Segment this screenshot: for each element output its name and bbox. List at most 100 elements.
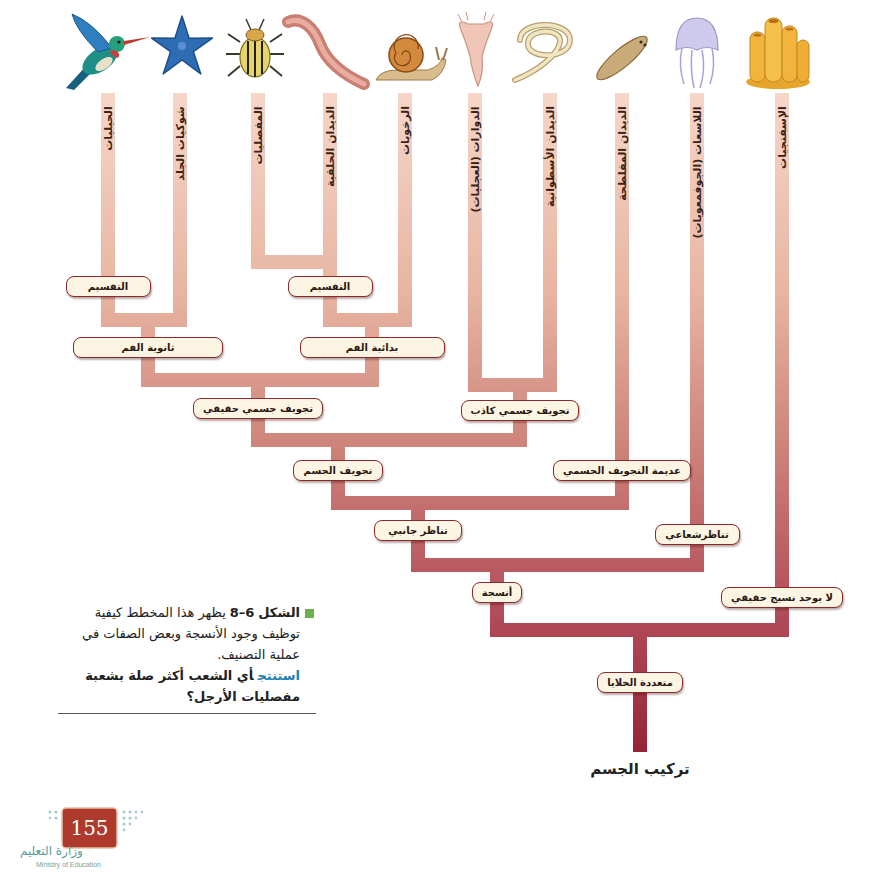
beetle-antennae [246, 19, 264, 30]
sponge-opening [769, 19, 779, 23]
dot [122, 822, 125, 825]
segmented-branch [258, 100, 330, 286]
starfish-illustration [152, 16, 213, 74]
dot [122, 816, 125, 819]
phylum-name: الإسفنجيات [775, 106, 788, 169]
page-number: 155 [70, 817, 108, 839]
trait-label: بدائية الفم [310, 341, 435, 354]
page-number-box [62, 808, 117, 848]
dot [141, 811, 143, 813]
phylum-name: الديدان الأسطوانية [544, 106, 557, 207]
trait-box: ثانوية الفم [73, 337, 223, 358]
starfish-center [178, 42, 186, 50]
trait-label: لا يوجد نسيج حقيقي [731, 591, 833, 604]
trait-box: تناظر جانبي [374, 520, 462, 541]
watermark: وزارة التعليم [20, 844, 83, 858]
branch-connector [258, 358, 372, 398]
trait-label: أنسجة [482, 586, 513, 599]
flatworm-body [592, 31, 653, 86]
trait-box: متعددة الخلايا [597, 672, 683, 693]
beetle-stripes [248, 38, 262, 77]
bird-head [109, 36, 125, 52]
branch-connector [108, 297, 148, 337]
branch-connector [148, 358, 258, 398]
branch-connector [497, 603, 640, 672]
flatworm-illustration [592, 31, 653, 86]
trait-label: تناظرشعاعي [665, 528, 730, 541]
watermark: Ministry of Education [36, 861, 101, 868]
worm-highlight [288, 20, 364, 84]
roundworm-body [515, 25, 570, 80]
branch-group [108, 100, 782, 745]
rotifer-illustration [458, 12, 494, 86]
phylum-name: المفصليات [252, 106, 265, 164]
bird-throat [110, 50, 119, 58]
sponge-opening [754, 33, 762, 36]
snail-illustration [376, 35, 447, 80]
phylum-name: الدوارات (العجليات) [469, 106, 482, 212]
trait-box: تجويف الجسم [293, 460, 383, 481]
branch-connector [640, 608, 782, 672]
phylum-name: الديدان الحلقية [324, 106, 337, 187]
phylum-name: شوكيات الجلد [174, 106, 187, 180]
starfish-body [152, 16, 213, 74]
trait-box: التقسيم [288, 276, 373, 297]
dot [135, 817, 138, 820]
question-keyword: استنتج [257, 668, 300, 683]
figure-caption: الشكل8–6يظهر هذا المخطط كيفية توظيف وجود… [58, 602, 316, 714]
jellyfish-bell [676, 18, 718, 50]
sponge-illustration [746, 18, 810, 89]
root-label: تركيب الجسم [590, 760, 690, 778]
beetle-head [246, 29, 264, 41]
trait-box: تناظرشعاعي [655, 524, 740, 545]
bird-eye [117, 40, 120, 43]
trait-box: بدائية الفم [300, 337, 445, 358]
worm-body [288, 20, 364, 84]
caption-bullet [305, 609, 314, 618]
trait-label: متعددة الخلايا [607, 676, 673, 689]
trait-label: التقسيم [298, 280, 363, 293]
hummingbird-illustration [66, 14, 150, 90]
branch-connector [338, 421, 520, 460]
jellyfish-tentacles [680, 48, 713, 88]
trait-label: التقسيم [76, 280, 141, 293]
trait-box: لا يوجد نسيج حقيقي [721, 587, 843, 608]
sponge-tube [765, 18, 782, 82]
pseudocoelom-branch [475, 100, 550, 410]
dot [128, 810, 131, 813]
trait-label: تجويف جسمي حقيقي [203, 402, 313, 415]
trait-label: تناظر جانبي [384, 524, 452, 537]
dot [49, 811, 52, 814]
bird-belly [93, 54, 115, 74]
branch-connector [330, 297, 372, 337]
trait-box: أنسجة [472, 582, 523, 603]
jellyfish-illustration [676, 18, 718, 88]
branch-connector [418, 481, 622, 520]
sponge-tube [750, 32, 765, 82]
question-paragraph: استنتجأي الشعب أكثر صلة بشعبة مفصليات ال… [58, 665, 300, 707]
trait-label: تجويف الجسم [303, 464, 373, 477]
bird-beak [124, 37, 150, 45]
figure-number: 8–6 [230, 602, 255, 623]
sponge-tube [782, 26, 797, 82]
dot [122, 810, 125, 813]
phylum-name: الرخويات [398, 106, 411, 155]
dot [54, 810, 57, 813]
snail-spiral [394, 35, 418, 66]
flatworm-branch [615, 100, 629, 470]
beetle-illustration [226, 19, 284, 77]
trait-box: عديمة التجويف الجسمي [553, 460, 691, 481]
trait-label: عديمة التجويف الجسمي [563, 464, 681, 477]
bird-wing [72, 14, 112, 52]
flatworm-eye [639, 40, 642, 43]
branch-connector [338, 481, 418, 520]
sponge-branch [775, 100, 789, 597]
trait-label: تجويف جسمي كاذب [471, 404, 570, 417]
earthworm-illustration [288, 20, 364, 84]
sponge-opening [786, 27, 794, 30]
snail-tentacles [436, 47, 447, 60]
dot [54, 816, 57, 819]
trait-box: التقسيم [66, 276, 151, 297]
